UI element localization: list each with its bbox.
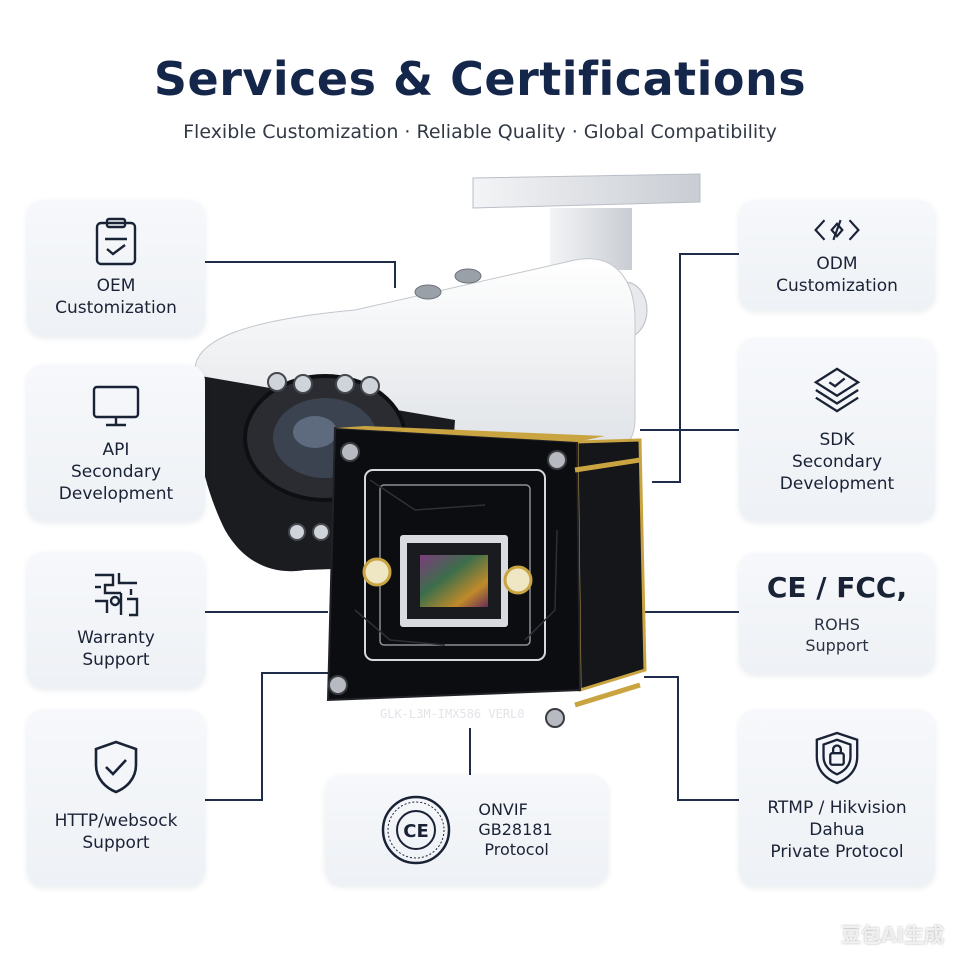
sdk-line-3: Development — [779, 473, 895, 494]
page-subtitle: Flexible Customization · Reliable Qualit… — [183, 121, 777, 143]
camera-board: GLK-L3M-IMX586 VERL0 — [326, 426, 647, 728]
onvif-line-2: GB28181 — [478, 820, 553, 839]
rohs-label: ROHS Support — [805, 614, 868, 656]
onvif-line-1: ONVIF — [478, 800, 528, 819]
onvif-protocol-card[interactable]: CE ONVIF GB28181 Protocol — [325, 775, 608, 885]
certification-seal-icon: CE — [382, 795, 451, 865]
warranty-line-2: Support — [82, 650, 150, 670]
code-diamond-icon — [812, 213, 862, 247]
odm-label: ODM Customization — [776, 253, 898, 297]
http-line-2: Support — [82, 833, 150, 853]
api-line-3: Development — [58, 484, 174, 504]
http-line-1: HTTP/websock — [54, 811, 178, 831]
sdk-line-2: Secondary — [791, 451, 882, 472]
odm-customization-card[interactable]: ODM Customization — [739, 200, 935, 310]
layers-icon — [812, 365, 862, 415]
svg-text:CE: CE — [404, 821, 430, 842]
sdk-line-1: SDK — [819, 429, 855, 450]
rtmp-line-3: Private Protocol — [770, 842, 904, 862]
oem-customization-card[interactable]: OEM Customization — [27, 200, 205, 336]
api-label: API Secondary Development — [59, 439, 173, 505]
rtmp-line-2: Dahua — [809, 820, 865, 840]
camera-board-illustration: GLK-L3M-IMX586 VERL0 — [193, 173, 701, 728]
clipboard-icon — [91, 217, 141, 267]
page-title: Services & Certifications — [153, 52, 807, 106]
onvif-label: ONVIF GB28181 Protocol — [478, 800, 552, 860]
connector-rtmp — [644, 676, 739, 801]
warranty-support-card[interactable]: Warranty Support — [27, 552, 205, 688]
odm-line-1: ODM — [816, 254, 858, 274]
certification-card[interactable]: CE / FCC, ROHS Support — [739, 553, 935, 674]
oem-line-1: OEM — [96, 276, 136, 296]
connector-http — [205, 672, 330, 801]
api-line-2: Secondary — [70, 462, 161, 482]
rtmp-protocol-card[interactable]: RTMP / Hikvision Dahua Private Protocol — [739, 710, 935, 886]
ce-fcc-label: CE / FCC, — [766, 571, 908, 604]
odm-line-2: Customization — [776, 276, 898, 296]
rtmp-label: RTMP / Hikvision Dahua Private Protocol — [767, 797, 906, 863]
rohs-line-2: Support — [805, 636, 869, 655]
api-line-1: API — [102, 440, 130, 460]
api-development-card[interactable]: API Secondary Development — [27, 365, 205, 521]
connector-oem — [205, 261, 396, 288]
rohs-line-1: ROHS — [814, 615, 860, 634]
watermark: 豆包AI生成 — [841, 923, 944, 947]
oem-label: OEM Customization — [55, 275, 177, 319]
board-label: GLK-L3M-IMX586 VERL0 — [380, 707, 525, 721]
warranty-line-1: Warranty — [77, 628, 155, 648]
http-label: HTTP/websock Support — [55, 810, 178, 854]
monitor-icon — [91, 381, 141, 431]
warranty-label: Warranty Support — [77, 627, 155, 671]
sdk-label: SDK Secondary Development — [780, 429, 894, 495]
shield-check-icon — [91, 740, 141, 794]
circuit-icon — [91, 569, 141, 619]
sdk-development-card[interactable]: SDK Secondary Development — [739, 338, 935, 521]
onvif-line-3: Protocol — [484, 840, 549, 859]
http-websock-card[interactable]: HTTP/websock Support — [27, 710, 205, 886]
shield-lock-icon — [812, 731, 862, 785]
rtmp-line-1: RTMP / Hikvision — [767, 798, 907, 818]
oem-line-2: Customization — [55, 298, 177, 318]
connector-odm — [652, 253, 739, 483]
